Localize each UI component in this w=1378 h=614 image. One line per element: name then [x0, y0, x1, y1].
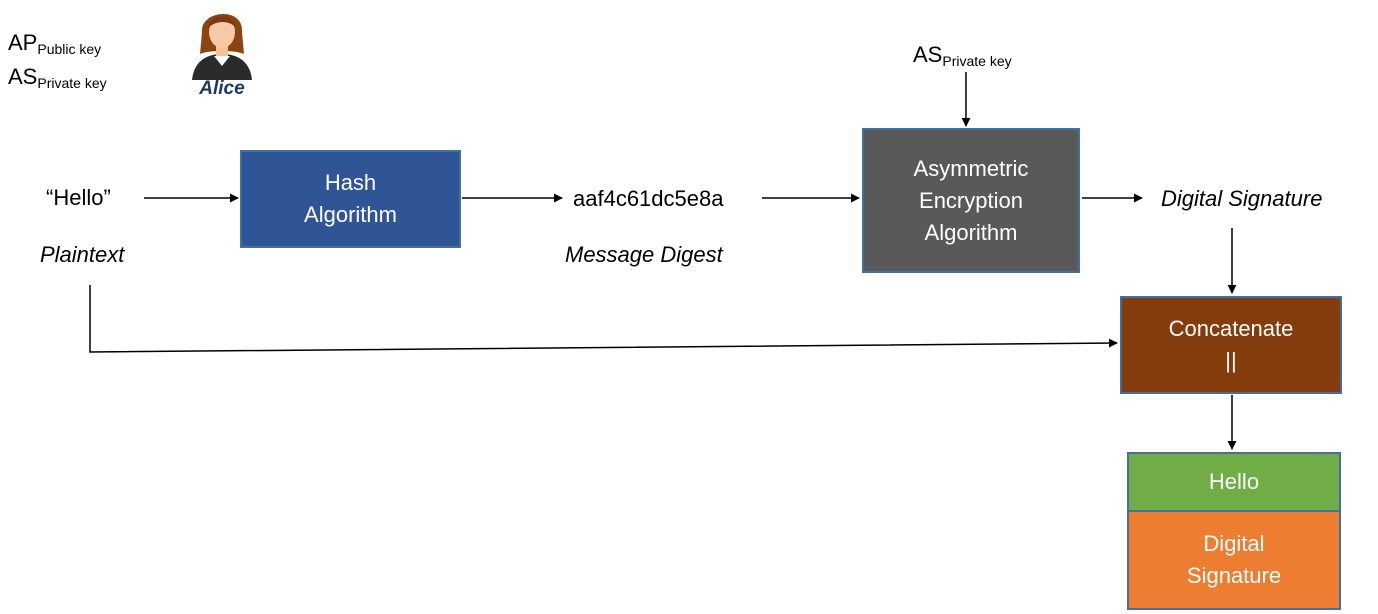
hash-algorithm-box: Hash Algorithm	[240, 150, 461, 248]
asymmetric-encryption-box: Asymmetric Encryption Algorithm	[862, 128, 1080, 273]
private-key-label: ASPrivate key	[8, 64, 107, 96]
encryption-key-main: AS	[913, 42, 943, 67]
private-key-main: AS	[8, 64, 38, 89]
digest-value: aaf4c61dc5e8a	[573, 186, 724, 211]
concat-line1: Concatenate	[1168, 316, 1294, 341]
encrypt-line3: Algorithm	[924, 219, 1018, 245]
public-key-label: APPublic key	[8, 30, 101, 62]
plaintext-value: “Hello”	[46, 185, 111, 210]
encrypt-line1: Asymmetric	[913, 155, 1029, 181]
digest-caption: Message Digest	[565, 242, 723, 267]
arrow-plaintext-to-concat	[89, 285, 1118, 353]
private-key-sub: Private key	[37, 75, 107, 91]
output-hello-text: Hello	[1208, 469, 1260, 494]
concatenate-box: Concatenate ||	[1120, 296, 1342, 394]
output-signature-box: Digital Signature	[1127, 510, 1341, 610]
plaintext-caption: Plaintext	[40, 242, 125, 267]
digital-signature-label: Digital Signature	[1161, 186, 1323, 211]
output-sig-line2: Signature	[1186, 563, 1282, 588]
encryption-key-label: ASPrivate key	[913, 42, 1012, 74]
alice-label: Alice	[199, 78, 245, 99]
person-avatar-icon	[192, 13, 252, 80]
hash-line2: Algorithm	[304, 202, 397, 227]
public-key-main: AP	[8, 30, 38, 55]
public-key-sub: Public key	[37, 41, 102, 57]
output-sig-line1: Digital	[1203, 531, 1265, 556]
encrypt-line2: Encryption	[919, 187, 1023, 213]
alice-avatar	[186, 2, 258, 106]
concat-line2: ||	[1225, 348, 1237, 373]
encryption-key-sub: Private key	[942, 53, 1012, 69]
hash-line1: Hash	[324, 170, 377, 195]
